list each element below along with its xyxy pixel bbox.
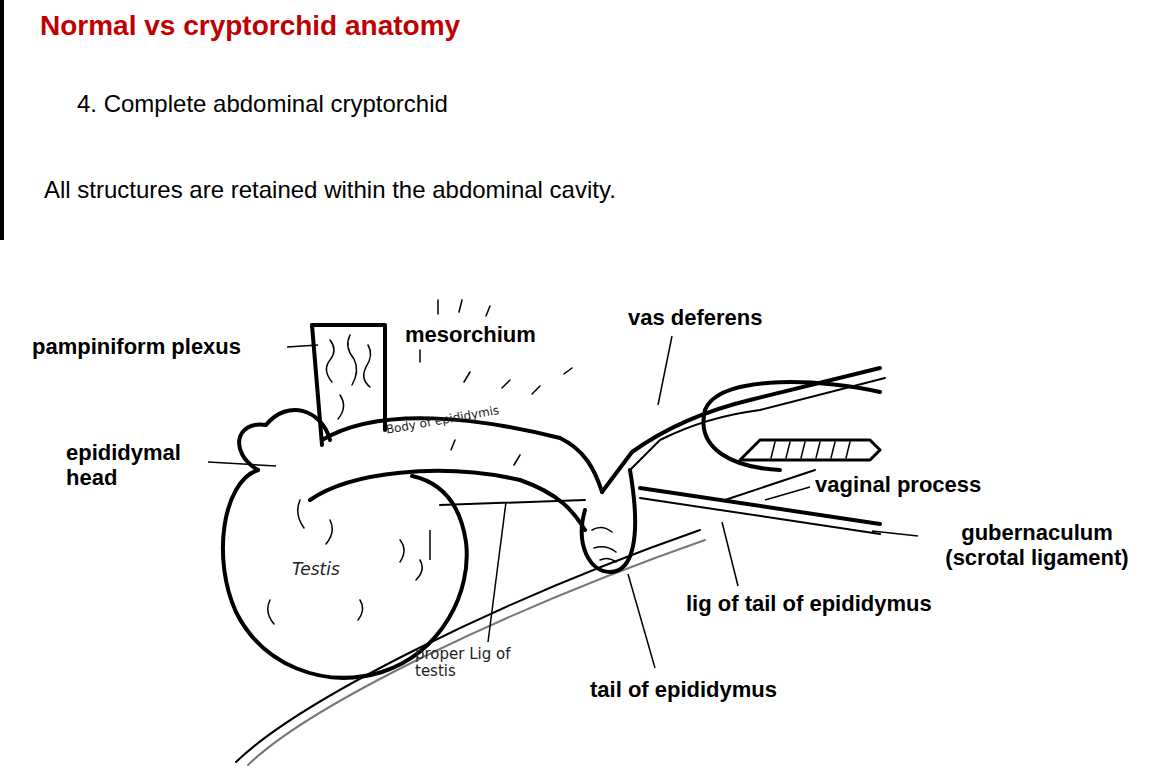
part-label: mesorchium xyxy=(405,322,536,347)
part-label: All structures are retained within the a… xyxy=(44,176,616,204)
part-label: Testis xyxy=(292,560,340,580)
part-label: lig of tail of epididymus xyxy=(686,591,932,616)
part-label: tail of epididymus xyxy=(590,677,777,702)
testis-drawing xyxy=(223,300,885,765)
part-label: proper Lig of testis xyxy=(415,646,525,681)
part-label: gubernaculum (scrotal ligament) xyxy=(922,520,1152,571)
part-label: 4. Complete abdominal cryptorchid xyxy=(77,90,448,118)
part-label: vaginal process xyxy=(815,472,981,497)
side-bar xyxy=(0,0,4,240)
page-title: Normal vs cryptorchid anatomy xyxy=(40,10,460,42)
leader-lines xyxy=(208,336,918,668)
part-label: vas deferens xyxy=(628,305,763,330)
part-label: epididymal head xyxy=(66,440,206,491)
part-label: pampiniform plexus xyxy=(32,334,241,359)
